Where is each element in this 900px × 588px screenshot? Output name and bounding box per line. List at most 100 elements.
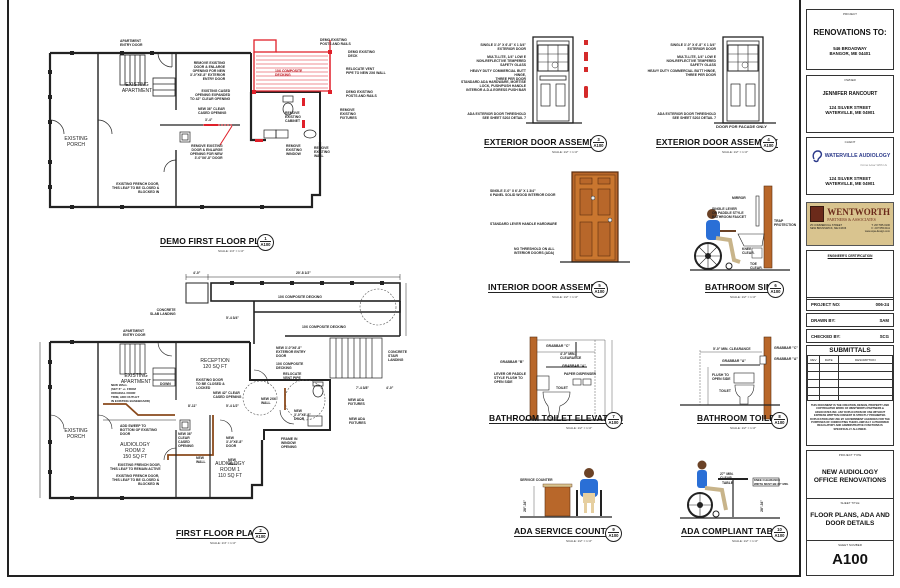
note-concrete-slab: CONCRETE SLAB LANDING <box>150 308 176 316</box>
view-title-int-door: INTERIOR DOOR ASSEMBLY <box>488 282 608 293</box>
sink-note-knee: KNEE CLEAR. <box>742 247 755 255</box>
room-reception: RECEPTION 120 SQ FT <box>200 358 230 370</box>
elev-note-grabbar-b: GRABBAR "B" <box>500 360 524 364</box>
note-remove-entry-door: REMOVE EXISTING DOOR & ENLARGE OPENING F… <box>190 61 226 81</box>
note-composite-decking: 10X COMPOSITE DECKING <box>275 69 303 77</box>
note-decking-1: 10X COMPOSITE DECKING <box>278 295 322 299</box>
view-scale-first-floor: SCALE: 1/4" = 1'-0" <box>210 541 237 545</box>
cell <box>807 371 820 380</box>
title-block-project: PROJECT RENOVATIONS TO: 546 BROADWAY BAN… <box>806 9 894 70</box>
note-down: DOWN <box>160 382 171 386</box>
note-remove-cabinet: REMOVE EXISTING CABINET <box>285 111 301 123</box>
sink-note-mirror: MIRROR <box>732 196 746 200</box>
view-scale-ada-table: SCALE: 1/2" = 1'-0" <box>732 539 759 543</box>
project-caption: PROJECT <box>842 12 857 16</box>
drawn-by-row: DRAWN BY: SAM <box>806 313 894 327</box>
drawn-by-value: SAM <box>879 317 889 323</box>
note-cased-opening-expand: EXISTING CASED OPENING EXPANDED TO 42" C… <box>190 89 231 101</box>
toilet-note-toilet: TOILET <box>719 389 731 393</box>
project-number-row: PROJECT NO: 006-24 <box>806 297 894 311</box>
dim-total: 20'-8 1/2" <box>296 271 311 275</box>
note-concrete-stair: CONCRETE STAIR LANDING <box>388 350 408 362</box>
note-new-entry-door: NEW 3'-0"x6'-8" EXTERIOR ENTRY DOOR <box>276 346 306 358</box>
view-scale-ext-door-3: SCALE: 1/2" = 1'-0" <box>552 150 579 154</box>
dim-4-0b: 4'-0" <box>386 386 394 390</box>
elev-note-flush: LEVER OR PADDLE STYLE FLUSH TO OPEN SIDE <box>494 372 526 384</box>
view-scale-bath-toilet: SCALE: 1/2" = 1'-0" <box>730 426 757 430</box>
note-french-door: EXISTING FRENCH DOOR, THIS LEAF TO BE CL… <box>112 182 160 194</box>
room-audiology-2: AUDIOLOGY ROOM 2 150 SQ FT <box>120 442 150 460</box>
cell <box>837 363 894 372</box>
elev-note-grabbar-a: GRABBAR "A" <box>562 364 586 368</box>
dim-4-0: 4'-0" <box>193 271 201 275</box>
firm-address: 25 COMMERCIAL STREET NEW BRUNSWICK, ME 0… <box>810 224 847 231</box>
client-address: 124 SILVER STREET WATERVILLE, ME 04901 <box>825 176 875 187</box>
note-relocate-vent-2: RELOCATE VENT PIPE <box>283 372 302 380</box>
note-new-door-bath: NEW 3'-0"x6'-8" DOOR <box>294 409 311 421</box>
view-scale-int-door: SCALE: 1/2" = 1'-0" <box>552 295 579 299</box>
sink-note-trap: TRAP PROTECTION <box>774 219 797 227</box>
cell <box>837 387 894 396</box>
owner-name: JENNIFER RANCOURT <box>822 91 878 97</box>
table-note-height: 28"-34" <box>760 500 764 512</box>
dim-3-4: 3'-4" <box>205 118 213 122</box>
firm-contact: T: 207.555.0100 F: 207.555.0111 www.wpa-… <box>864 224 890 234</box>
elev-note-paper: PAPER DISPENSER <box>564 372 596 376</box>
sink-note-toe: TOE CLEAR. <box>750 262 763 270</box>
project-address: 546 BROADWAY BANGOR, ME 04401 <box>829 46 871 57</box>
header-description: DESCRIPTION <box>837 355 894 364</box>
note-decking-2: 10X COMPOSITE DECKING <box>302 325 346 329</box>
note-frame-window: FRAME IN WINDOW OPENING <box>281 437 298 449</box>
note-add-sweep: ADD SWEEP TO BOTTOM OF EXISTING DOOR <box>120 424 158 436</box>
sheet-number-block: SHEET NUMBER A100 <box>806 540 894 576</box>
project-no-label: PROJECT NO: <box>811 301 841 307</box>
note-remove-fixtures: REMOVE EXISTING FIXTURES <box>340 108 357 120</box>
cell <box>818 387 839 396</box>
ext4-note-threshold: ADA EXTERIOR DOOR THRESHOLD SEE SHEET S2… <box>657 112 716 120</box>
project-type-caption: PROJECT TYPE <box>838 453 862 457</box>
sink-note-faucet: SINGLE LEVER OR PADDLE STYLE BATHROOM FA… <box>712 207 747 219</box>
note-french-closed: EXISTING FRENCH DOOR, THIS LEAF TO BE CL… <box>112 474 160 486</box>
toilet-note-flush: FLUSH TO OPEN SIDE <box>712 373 731 381</box>
copyright-block: THIS DOCUMENT IS THE CREATION, DESIGN, P… <box>806 400 894 446</box>
view-title-ext-door-4: EXTERIOR DOOR ASSEMBLY <box>656 137 779 148</box>
note-new-ada-fixtures-1: NEW ADA FIXTURES <box>348 398 365 406</box>
toilet-note-grabbar-a: GRABBAR "A" <box>774 357 798 361</box>
view-title-bath-sink: BATHROOM SINK <box>705 282 779 293</box>
project-type-value: NEW AUDIOLOGY OFFICE RENOVATIONS <box>813 469 887 484</box>
view-title-bath-toilet: BATHROOM TOILET <box>697 413 781 424</box>
project-type-block: PROJECT TYPE NEW AUDIOLOGY OFFICE RENOVA… <box>806 450 894 502</box>
firm-name: WENTWORTH <box>827 206 890 217</box>
checked-by-row: CHECKED BY: SCG <box>806 329 894 343</box>
view-scale-demo-first-floor: SCALE: 1/4" = 1'-0" <box>218 249 245 253</box>
submittal-row <box>807 379 894 388</box>
note-apartment-entry-2: APARTMENT ENTRY DOOR <box>123 329 146 337</box>
client-logo: WATERVILLE AUDIOLOGY <box>807 149 893 163</box>
checked-by-value: SCG <box>879 333 889 339</box>
cell <box>807 379 820 388</box>
firm-crest-icon <box>810 206 825 222</box>
ext4-note-door: SINGLE 3'-0" X 6'-8" X 1 3/4" EXTERIOR D… <box>670 43 716 51</box>
client-logo-text: WATERVILLE AUDIOLOGY <box>824 153 891 159</box>
note-new-42-opening: NEW 42" CLEAR CASED OPENING <box>213 391 242 399</box>
note-remove-wall: REMOVE EXISTING WALL <box>314 146 330 158</box>
elev-note-toilet: TOILET <box>556 386 568 390</box>
note-new-wall-1: NEW WALL <box>196 456 206 464</box>
room-existing-apartment-2: EXISTING APARTMENT <box>120 373 152 385</box>
sheet-title-caption: SHEET TITLE <box>840 501 860 505</box>
ext3-note-door: SINGLE 3'-0" X 6'-8" X 1 3/4" EXTERIOR D… <box>480 43 526 51</box>
ext4-note-glass: MULTI-LITE, 1/4" LOW E NON-REFLECTIVE TE… <box>666 55 716 67</box>
dim-7-4: 7'-4 3/8" <box>356 386 369 390</box>
view-title-demo-first-floor: DEMO FIRST FLOOR PLAN <box>160 236 273 247</box>
note-new-door-audiology: NEW 3'-0"x6'-8" DOOR <box>226 436 243 448</box>
note-new-wall-2: NEW WALL <box>228 458 238 466</box>
int-door-note-door: SINGLE 3'-0" X 6'-8" X 1 3/4" 6 PANEL SO… <box>490 189 556 197</box>
owner-caption: OWNER <box>844 78 856 82</box>
ext3-note-glass: MULTI-LITE, 1/4" LOW E NON-REFLECTIVE TE… <box>476 55 526 67</box>
drawn-by-label: DRAWN BY: <box>811 317 836 323</box>
note-demo-posts-top: DEMO EXISTING POSTS AND RAILS <box>320 38 351 46</box>
